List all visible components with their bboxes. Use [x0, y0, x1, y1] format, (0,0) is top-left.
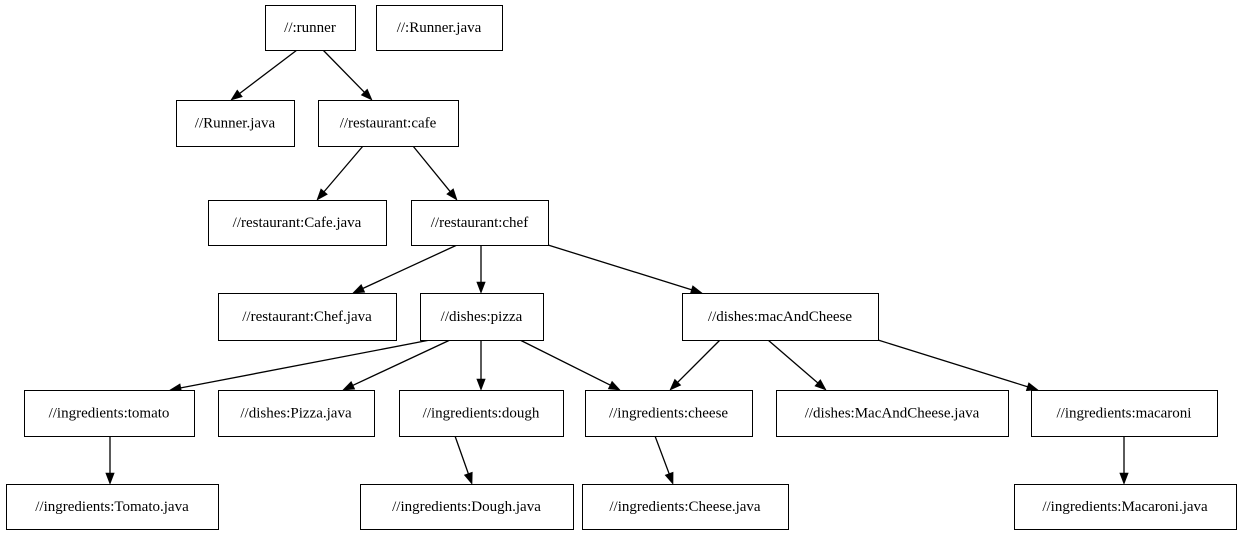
edge-runner-to-restaurant_cafe [322, 49, 373, 101]
node-box[interactable] [264, 4, 357, 52]
graph-node-ing_dough[interactable]: //ingredients:dough [398, 389, 565, 438]
node-box[interactable] [1030, 389, 1219, 438]
graph-node-dishes_pizza[interactable]: //dishes:pizza [419, 292, 545, 342]
node-label: //restaurant:cafe [340, 115, 437, 131]
edge-runner-to-runner_java [230, 49, 298, 101]
graph-node-runner_java[interactable]: //Runner.java [175, 99, 296, 148]
edge-restaurant_chef-to-dishes_mac [547, 244, 703, 295]
edge-dishes_pizza-to-pizza_java [342, 339, 451, 391]
node-box[interactable] [775, 389, 1010, 438]
node-box[interactable] [584, 389, 754, 438]
graph-node-restaurant_chef[interactable]: //restaurant:chef [410, 199, 550, 247]
edge-restaurant_cafe-to-cafe_java [316, 145, 364, 201]
node-box[interactable] [398, 389, 565, 438]
node-label: //restaurant:Cafe.java [233, 215, 362, 231]
edge-restaurant_cafe-to-restaurant_chef [412, 145, 458, 201]
node-box[interactable] [410, 199, 550, 247]
node-label: //restaurant:chef [431, 215, 528, 231]
edge-dishes_pizza-to-ing_tomato [169, 339, 431, 393]
graph-node-pizza_java[interactable]: //dishes:Pizza.java [217, 389, 376, 438]
graph-node-dishes_mac[interactable]: //dishes:macAndCheese [681, 292, 880, 342]
node-box[interactable] [681, 292, 880, 342]
node-label: //:Runner.java [397, 20, 482, 36]
edge-dishes_mac-to-ing_macaroni [877, 339, 1039, 392]
node-box[interactable] [217, 292, 398, 342]
node-label: //ingredients:cheese [609, 405, 728, 421]
edge-ing_cheese-to-cheese_java [654, 435, 674, 485]
node-label: //dishes:Pizza.java [240, 405, 352, 421]
graph-node-dough_java[interactable]: //ingredients:Dough.java [359, 483, 575, 531]
edge-ing_dough-to-dough_java [454, 435, 473, 485]
node-box[interactable] [23, 389, 196, 438]
node-label: //ingredients:dough [423, 405, 540, 421]
graph-node-runner[interactable]: //:runner [264, 4, 357, 52]
edge-dishes_mac-to-mac_java [767, 339, 827, 391]
graph-node-macaroni_java[interactable]: //ingredients:Macaroni.java [1013, 483, 1238, 531]
graph-node-ing_macaroni[interactable]: //ingredients:macaroni [1030, 389, 1219, 438]
node-label: //ingredients:Macaroni.java [1042, 499, 1208, 515]
graph-node-ing_tomato[interactable]: //ingredients:tomato [23, 389, 196, 438]
graph-node-cheese_java[interactable]: //ingredients:Cheese.java [581, 483, 790, 531]
graph-node-restaurant_cafe[interactable]: //restaurant:cafe [317, 99, 460, 148]
node-box[interactable] [1013, 483, 1238, 531]
node-label: //ingredients:Dough.java [392, 499, 541, 515]
node-label: //dishes:pizza [441, 309, 523, 325]
node-label: //ingredients:Tomato.java [35, 499, 189, 515]
nodes-layer: //:runner //:Runner.java //Runner.java //re… [5, 4, 1238, 531]
node-box[interactable] [5, 483, 220, 531]
graph-node-runner_java_root[interactable]: //:Runner.java [375, 4, 504, 52]
graph-node-tomato_java[interactable]: //ingredients:Tomato.java [5, 483, 220, 531]
graph-node-cafe_java[interactable]: //restaurant:Cafe.java [207, 199, 388, 247]
graph-node-ing_cheese[interactable]: //ingredients:cheese [584, 389, 754, 438]
node-label: //dishes:MacAndCheese.java [805, 405, 980, 421]
node-label: //ingredients:Cheese.java [609, 499, 761, 515]
edge-dishes_pizza-to-ing_cheese [519, 339, 621, 391]
graph-node-chef_java[interactable]: //restaurant:Chef.java [217, 292, 398, 342]
node-box[interactable] [419, 292, 545, 342]
node-label: //dishes:macAndCheese [708, 309, 852, 325]
node-box[interactable] [581, 483, 790, 531]
edge-dishes_mac-to-ing_cheese [669, 339, 721, 391]
edge-ing_macaroni-to-macaroni_java [1119, 436, 1129, 485]
edge-restaurant_chef-to-chef_java [352, 244, 458, 294]
node-box[interactable] [317, 99, 460, 148]
node-label: //restaurant:Chef.java [242, 309, 372, 325]
node-box[interactable] [217, 389, 376, 438]
node-label: //ingredients:macaroni [1057, 405, 1192, 421]
node-box[interactable] [175, 99, 296, 148]
node-label: //ingredients:tomato [49, 405, 170, 421]
node-box[interactable] [359, 483, 575, 531]
node-box[interactable] [207, 199, 388, 247]
edge-ing_tomato-to-tomato_java [105, 436, 115, 485]
node-label: //:runner [284, 20, 336, 36]
edge-restaurant_chef-to-dishes_pizza [476, 245, 486, 294]
graph-node-mac_java[interactable]: //dishes:MacAndCheese.java [775, 389, 1010, 438]
edge-dishes_pizza-to-ing_dough [476, 340, 486, 391]
node-box[interactable] [375, 4, 504, 52]
node-label: //Runner.java [195, 115, 276, 131]
